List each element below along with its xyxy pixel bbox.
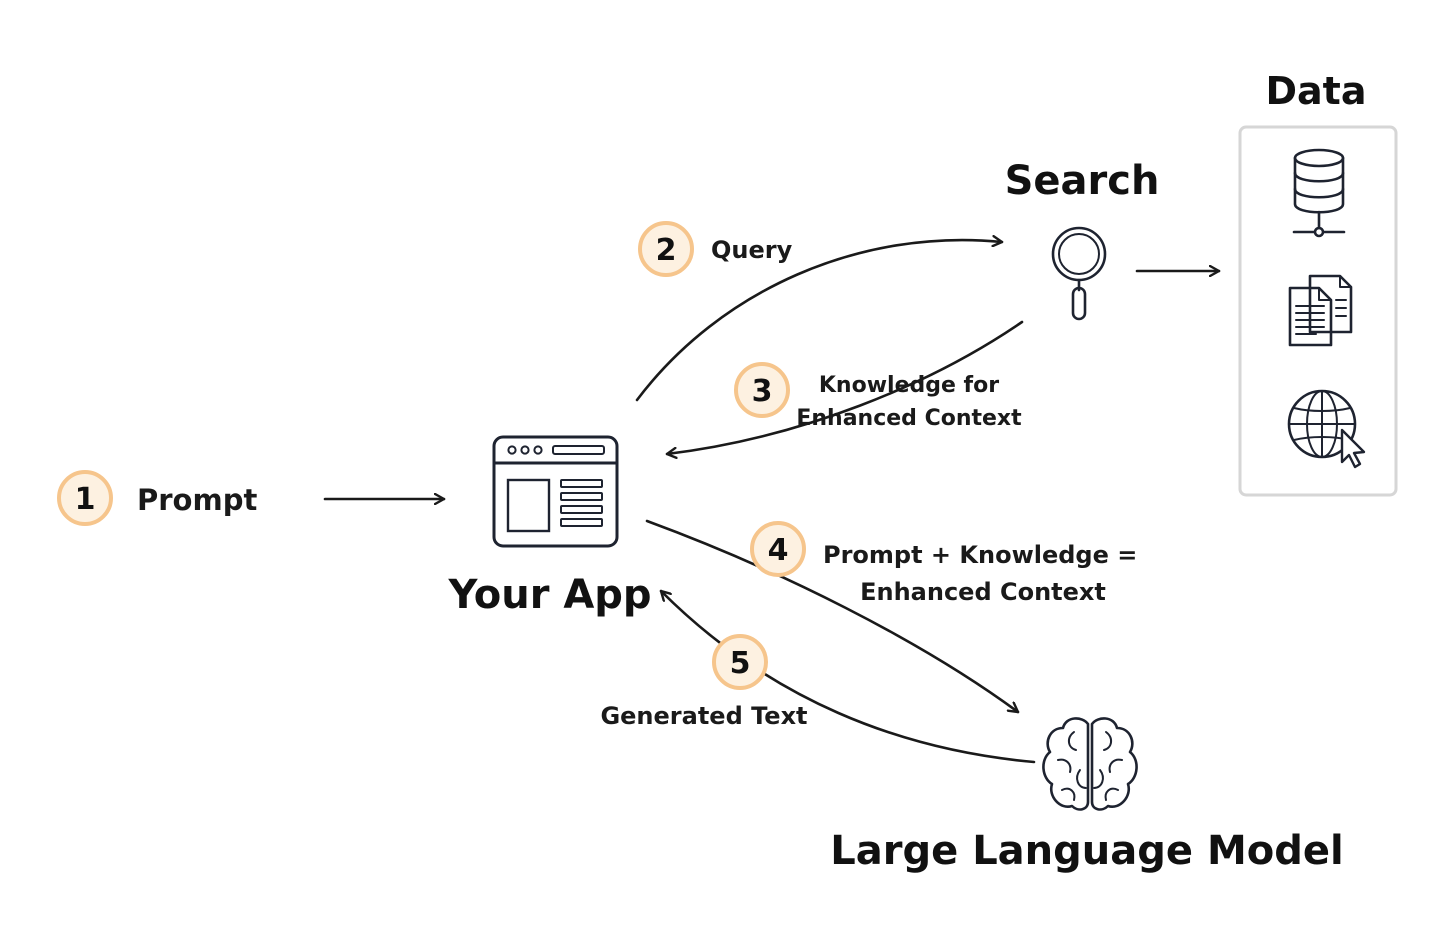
arrow-search-to-app (665, 320, 1024, 454)
step-4-badge (750, 521, 806, 577)
database-icon (1292, 148, 1346, 238)
step-3-label-line-2: Enhanced Context (796, 406, 1022, 431)
step-5: 5 Generated Text (600, 634, 808, 730)
step-1-number: 1 (75, 482, 96, 517)
step-4-label-line-1: Prompt + Knowledge = (823, 541, 1137, 569)
globe-cursor-icon (1287, 389, 1366, 469)
step-3-label-line-1: Knowledge for (819, 373, 999, 398)
step-2-number: 2 (656, 233, 677, 268)
step-4: 4 Prompt + Knowledge = Enhanced Context (750, 521, 1137, 606)
brain-icon (1042, 717, 1138, 811)
app-window-icon (492, 435, 619, 548)
step-3-number: 3 (752, 374, 773, 409)
step-1-badge (57, 470, 113, 526)
llm-title: Large Language Model (830, 828, 1343, 874)
arrow-app-to-search (635, 240, 1004, 402)
step-2-badge (638, 221, 694, 277)
your-app-title: Your App (447, 572, 651, 618)
step-3: 3 Knowledge for Enhanced Context (734, 362, 1022, 431)
step-4-label-line-2: Enhanced Context (860, 578, 1106, 606)
step-1: 1 Prompt (57, 470, 257, 526)
data-panel (1238, 125, 1398, 497)
step-4-number: 4 (768, 533, 789, 568)
step-2-label: Query (711, 236, 793, 264)
search-icon (1051, 226, 1107, 321)
documents-icon (1288, 274, 1353, 347)
step-5-number: 5 (730, 646, 751, 681)
search-title: Search (1005, 158, 1160, 204)
step-5-label: Generated Text (600, 702, 807, 730)
step-5-badge (712, 634, 768, 690)
arrow-llm-to-app (659, 589, 1036, 764)
step-1-label: Prompt (137, 483, 257, 517)
data-title: Data (1266, 69, 1367, 113)
step-2: 2 Query (638, 221, 793, 277)
step-3-badge (734, 362, 790, 418)
arrow-app-to-llm (645, 519, 1020, 714)
